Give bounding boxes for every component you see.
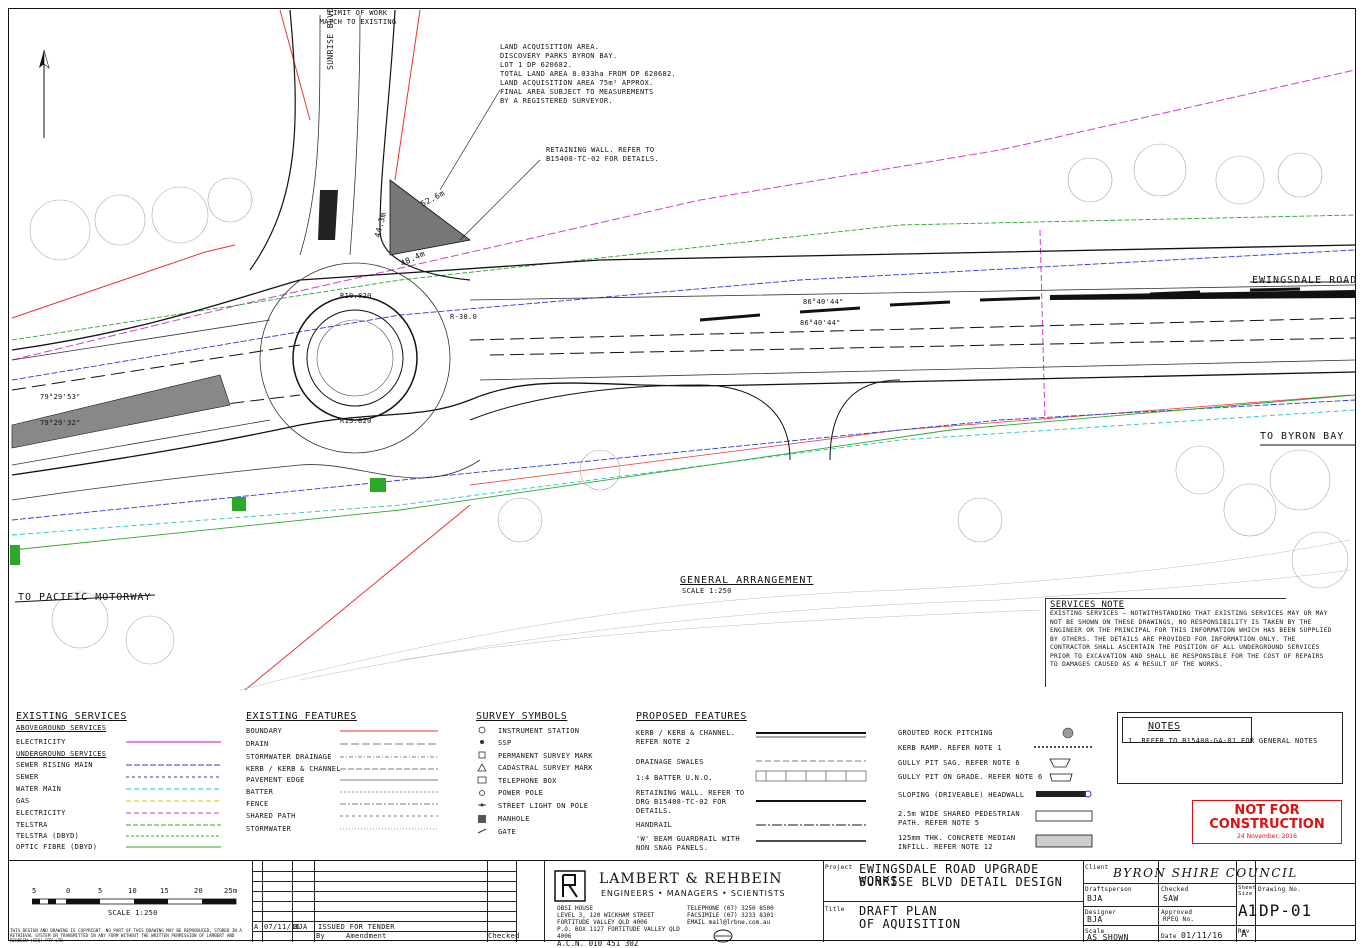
limit-of-work-label: LIMIT OF WORK MATCH TO EXISTING bbox=[319, 9, 397, 26]
ewingsdale-road-label: EWINGSDALE ROAD bbox=[1252, 275, 1358, 286]
notes-box: NOTES 1. REFER TO B15408-GA-01 FOR GENER… bbox=[1117, 712, 1343, 784]
radius-label: R13.820 bbox=[340, 417, 372, 425]
title-block: 5 0 5 10 15 20 25m SCALE 1:250 A 07/11/1… bbox=[8, 860, 1356, 947]
client-block: Client BYRON SHIRE COUNCIL Draftsperson … bbox=[1083, 861, 1356, 942]
service-line-samples bbox=[126, 741, 221, 848]
land-acquisition-note: LAND ACQUISITION AREA. DISCOVERY PARKS B… bbox=[500, 43, 677, 105]
existing-features-legend: EXISTING FEATURES BOUNDARY DRAIN STORMWA… bbox=[246, 711, 446, 851]
to-byron-bay-label: TO BYRON BAY bbox=[1260, 431, 1345, 442]
firm-logo-icon bbox=[554, 870, 586, 902]
proposed-symbol-icons bbox=[1034, 727, 1093, 848]
certification-logo-icon bbox=[713, 929, 733, 943]
bearing-label: 86°40'44" bbox=[803, 298, 844, 306]
bearing-label: 79°29'32" bbox=[40, 419, 81, 427]
survey-symbol-icons bbox=[477, 726, 487, 834]
copyright-notice: THIS DESIGN AND DRAWING IS COPYRIGHT. NO… bbox=[10, 928, 242, 943]
radius-label: R-30.0 bbox=[450, 313, 478, 321]
survey-symbols-legend: SURVEY SYMBOLS INSTRUMENT STATION SSP PE… bbox=[476, 711, 626, 851]
to-pacific-motorway-label: TO PACIFIC MOTORWAY bbox=[18, 592, 152, 603]
proposed-features-legend-2: GROUTED ROCK PITCHING KERB RAMP. REFER N… bbox=[898, 725, 1098, 855]
proposed-line-samples bbox=[755, 732, 867, 842]
proposed-features-legend: PROPOSED FEATURES KERB / KERB & CHANNEL.… bbox=[636, 711, 876, 852]
sunrise-blvd-label: SUNRISE BLVD bbox=[326, 7, 335, 70]
radius-label: R10.820 bbox=[340, 292, 372, 300]
bearing-label: 79°29'53" bbox=[40, 393, 81, 401]
drawing-sheet bbox=[8, 8, 1356, 941]
project-block: Project EWINGSDALE ROAD UPGRADE WORKS SU… bbox=[823, 861, 1083, 942]
firm-block: LAMBERT & REHBEIN ENGINEERS • MANAGERS •… bbox=[553, 865, 815, 947]
general-arrangement-scale: SCALE 1:250 bbox=[682, 587, 732, 595]
feature-line-samples bbox=[340, 730, 438, 830]
retaining-wall-note: RETAINING WALL. REFER TO B15408-TC-02 FO… bbox=[546, 146, 659, 163]
existing-services-legend: EXISTING SERVICES ABOVEGROUND SERVICES E… bbox=[16, 711, 236, 851]
bearing-label: 86°40'44" bbox=[800, 319, 841, 327]
general-arrangement-title: GENERAL ARRANGEMENT bbox=[680, 575, 814, 586]
revision-table: A 07/11/16 BJA ISSUED FOR TENDER By Amen… bbox=[252, 861, 519, 942]
north-arrow-icon bbox=[39, 50, 50, 138]
not-for-construction-stamp: NOT FOR CONSTRUCTION 24 November, 2016 bbox=[1192, 800, 1342, 844]
scale-bar: 5 0 5 10 15 20 25m SCALE 1:250 bbox=[32, 887, 238, 917]
services-note: SERVICES NOTE EXISTING SERVICES – NOTWIT… bbox=[1045, 598, 1331, 687]
